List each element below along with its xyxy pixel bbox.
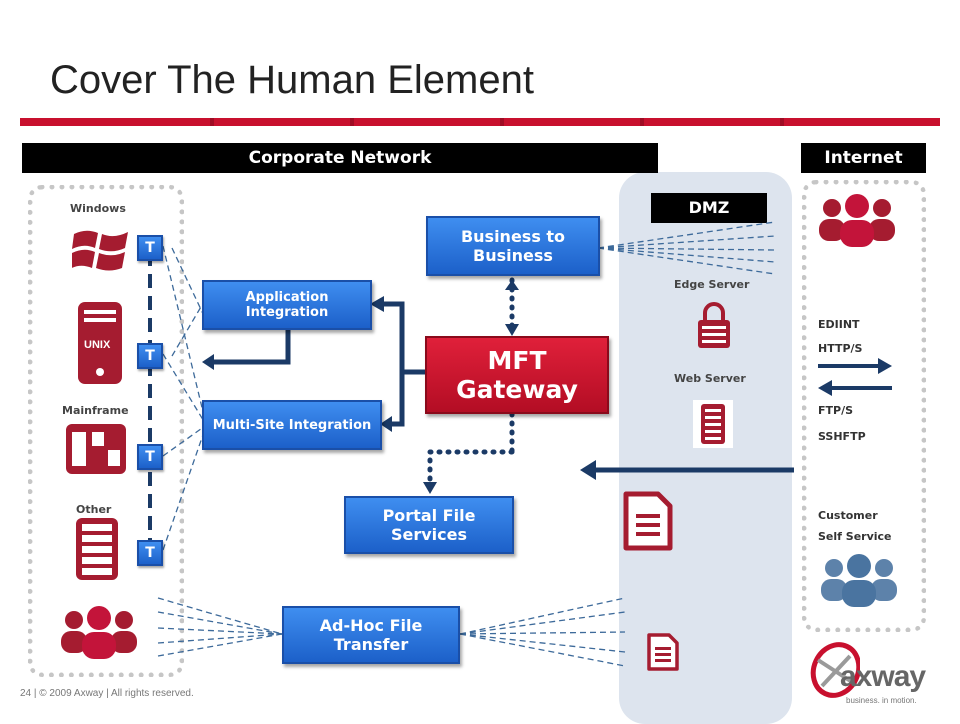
transport-box-2[interactable]: T — [137, 343, 163, 369]
b2b-to-edge-lines — [597, 221, 776, 275]
mainframe-label: Mainframe — [62, 404, 129, 417]
self-service-label: Self Service — [818, 530, 892, 543]
page-title: Cover The Human Element — [50, 58, 534, 102]
application-integration-box[interactable]: Application Integration — [202, 280, 372, 330]
internet-group — [802, 180, 926, 632]
title-underline — [20, 118, 940, 126]
internet-header: Internet — [801, 143, 926, 173]
ad-hoc-file-transfer-box[interactable]: Ad-Hoc File Transfer — [282, 606, 460, 664]
axway-tagline: business. in motion. — [846, 696, 917, 705]
web-server-icon — [693, 400, 733, 448]
dmz-header: DMZ — [651, 193, 767, 223]
multi-site-integration-box[interactable]: Multi-Site Integration — [202, 400, 382, 450]
windows-logo-icon — [72, 230, 128, 271]
mft-bracket — [214, 301, 425, 427]
transport-box-1[interactable]: T — [137, 235, 163, 261]
t-to-multisite-lines — [162, 245, 206, 551]
mft-gateway-box[interactable]: MFT Gateway — [425, 336, 609, 414]
other-label: Other — [76, 503, 112, 516]
lock-icon — [698, 302, 730, 348]
users-to-adhoc-lines — [157, 597, 283, 657]
footer-copyright: 24 | © 2009 Axway | All rights reserved. — [20, 688, 194, 699]
mainframe-icon — [66, 424, 126, 474]
transport-box-3[interactable]: T — [137, 444, 163, 470]
adhoc-to-dmz-lines — [459, 597, 626, 667]
corporate-network-header: Corporate Network — [22, 143, 658, 173]
protocol-ediint: EDIINT — [818, 318, 860, 331]
customers-icon — [821, 554, 897, 607]
unix-label: UNIX — [84, 339, 111, 351]
windows-label: Windows — [70, 202, 126, 215]
external-partners-icon — [819, 194, 895, 247]
customer-label: Customer — [818, 509, 878, 522]
business-to-business-box[interactable]: Business to Business — [426, 216, 600, 276]
transport-box-4[interactable]: T — [137, 540, 163, 566]
protocol-sshftp: SSHFTP — [818, 430, 866, 443]
portal-file-services-box[interactable]: Portal File Services — [344, 496, 514, 554]
web-server-label: Web Server — [674, 372, 746, 385]
axway-logo-mark-icon — [810, 642, 860, 698]
protocol-https: HTTP/S — [818, 342, 863, 355]
protocol-ftps: FTP/S — [818, 404, 854, 417]
corporate-systems-group — [28, 185, 184, 677]
internal-users-icon — [61, 606, 137, 659]
edge-server-label: Edge Server — [674, 278, 750, 291]
other-server-icon — [76, 518, 118, 580]
axway-logo-text: axway — [840, 660, 926, 693]
document-icon-small — [647, 633, 679, 671]
dmz-zone — [619, 172, 792, 724]
document-icon-large — [623, 491, 673, 551]
unix-server-icon — [78, 302, 122, 384]
